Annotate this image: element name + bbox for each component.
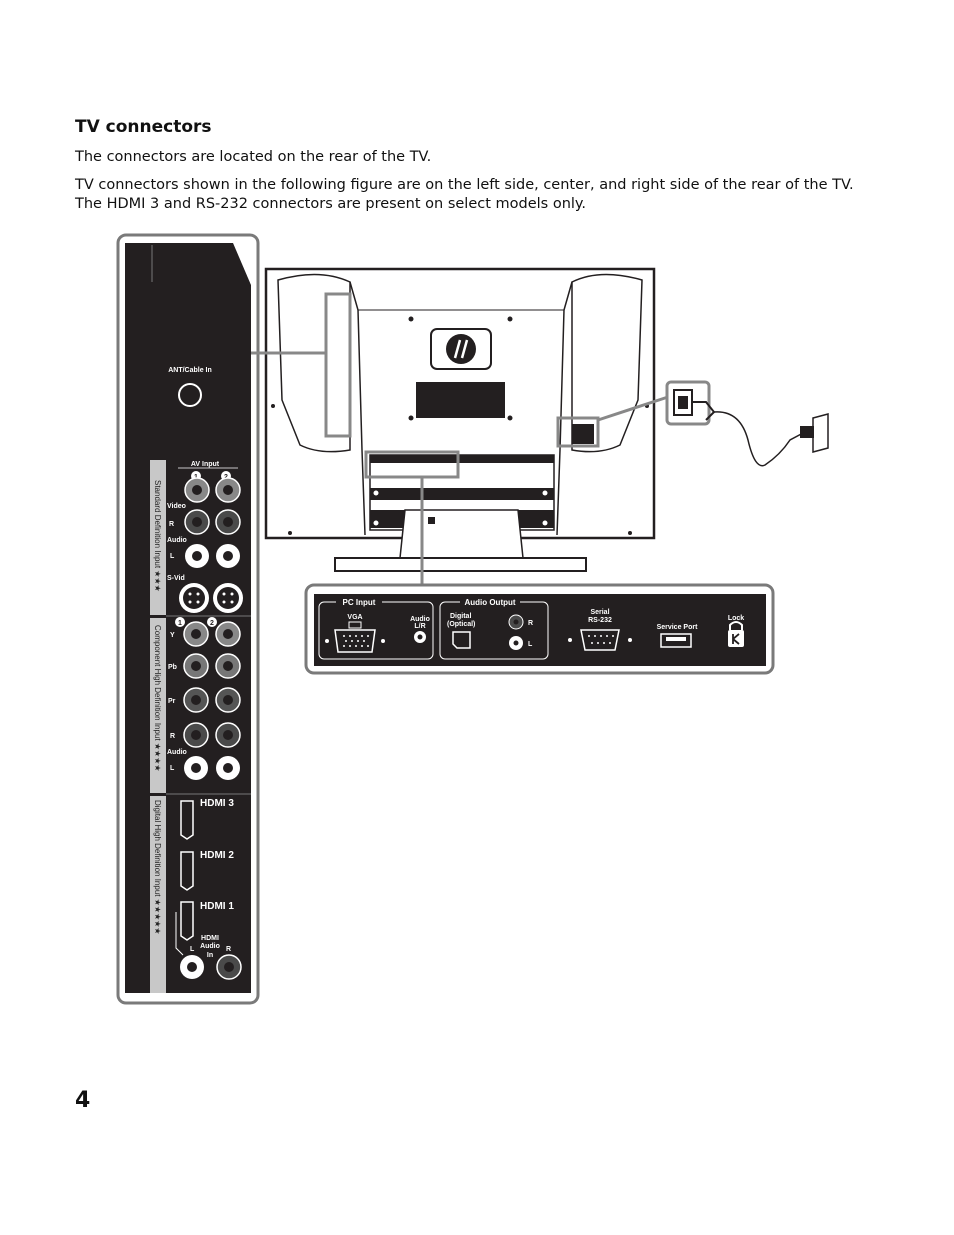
section-heading: TV connectors	[75, 117, 212, 137]
serial-label-2: RS-232	[588, 617, 612, 624]
audio-lr-label-1: Audio	[410, 616, 430, 623]
audio-output-label: Audio Output	[464, 598, 515, 607]
pb-label: Pb	[168, 664, 177, 671]
digital-optical-label-1: Digital	[450, 613, 471, 620]
tv-rear-illustration	[264, 267, 656, 572]
digital-optical-label-2: (Optical)	[447, 621, 475, 628]
hdmi2-port	[180, 851, 194, 891]
hdmi-audio-l-label: L	[190, 946, 195, 953]
left-side-panel: ANT/Cable In AV Input 1 2 Video R Audio …	[116, 233, 260, 1005]
hdmi1-port	[180, 901, 194, 941]
hdmi-audio-label-3: In	[207, 952, 213, 959]
hdmi-audio-label-2: Audio	[200, 943, 220, 950]
component-y-jack-2	[215, 621, 241, 647]
comp2-number: 2	[210, 620, 214, 627]
serial-rs232-port	[568, 629, 632, 651]
lock-icon	[728, 621, 744, 647]
service-port-usb	[660, 633, 692, 648]
comp-r-label: R	[170, 733, 175, 740]
svideo-jack-2	[213, 583, 243, 613]
sd-l-label: L	[170, 553, 175, 560]
pc-input-label: PC Input	[343, 598, 376, 607]
optical-port	[452, 631, 471, 649]
hdmi3-label: HDMI 3	[200, 798, 234, 809]
audio-out-r-jack	[508, 614, 524, 630]
y-label: Y	[170, 632, 175, 639]
digital-section-label: Digital High Definition Input ★★★★★	[153, 800, 162, 935]
hdmi-audio-label-1: HDMI	[201, 935, 219, 942]
av-jack-audio-l-2	[216, 544, 240, 568]
audio-lr-label-2: L/R	[414, 623, 425, 630]
av-jack-audio-l-1	[185, 544, 209, 568]
svid-label: S-Vid	[167, 575, 185, 582]
audio-out-l-jack	[509, 636, 523, 650]
pc-audio-jack	[414, 631, 426, 643]
intro-paragraph: The connectors are located on the rear o…	[75, 149, 432, 165]
component-pr-jack-2	[215, 687, 241, 713]
component-audio-r-jack-1	[183, 722, 209, 748]
comp1-number: 1	[178, 620, 182, 627]
serial-label-1: Serial	[590, 609, 609, 616]
component-audio-l-jack-1	[184, 756, 208, 780]
sd-r-label: R	[169, 521, 174, 528]
hdmi-audio-r-label: R	[226, 946, 231, 953]
svideo-jack-1	[179, 583, 209, 613]
component-audio-l-jack-2	[216, 756, 240, 780]
ant-cable-label: ANT/Cable In	[168, 367, 212, 374]
hdmi1-label: HDMI 1	[200, 901, 234, 912]
bottom-connector-panel: PC Input VGA Audio L/R Audio Output Digi…	[304, 583, 775, 675]
pr-label: Pr	[168, 698, 176, 705]
av-jack-video-1	[184, 477, 210, 503]
av-jack-video-2	[215, 477, 241, 503]
component-pr-jack-1	[183, 687, 209, 713]
ant-cable-connector	[178, 383, 202, 407]
sd-section-label: Standard Definition Input ★★★	[153, 480, 162, 592]
hdmi-audio-l-jack	[180, 955, 204, 979]
power-cord-illustration	[665, 380, 829, 467]
audio-out-l-label: L	[528, 641, 533, 648]
av-input-label: AV Input	[191, 461, 220, 468]
hdmi-audio-r-jack	[216, 954, 242, 980]
audio-out-r-label: R	[528, 620, 533, 627]
video-label: Video	[167, 503, 186, 510]
lock-label: Lock	[728, 615, 744, 622]
hp-logo	[430, 328, 492, 370]
av-jack-audio-r-2	[215, 509, 241, 535]
vga-label: VGA	[347, 614, 362, 621]
component-section-label: Component High Definition Input ★★★★	[153, 625, 162, 772]
component-pb-jack-2	[215, 653, 241, 679]
comp-audio-label: Audio	[167, 749, 187, 756]
vga-port	[325, 629, 385, 653]
service-port-label: Service Port	[657, 624, 699, 631]
component-audio-r-jack-2	[215, 722, 241, 748]
comp-l-label: L	[170, 765, 175, 772]
av-jack-audio-r-1	[184, 509, 210, 535]
component-pb-jack-1	[183, 653, 209, 679]
sd-audio-label: Audio	[167, 537, 187, 544]
hdmi3-port	[180, 800, 194, 840]
hdmi2-label: HDMI 2	[200, 850, 234, 861]
page-number: 4	[75, 1088, 91, 1113]
component-y-jack-1	[183, 621, 209, 647]
description-paragraph: TV connectors shown in the following fig…	[75, 177, 854, 212]
